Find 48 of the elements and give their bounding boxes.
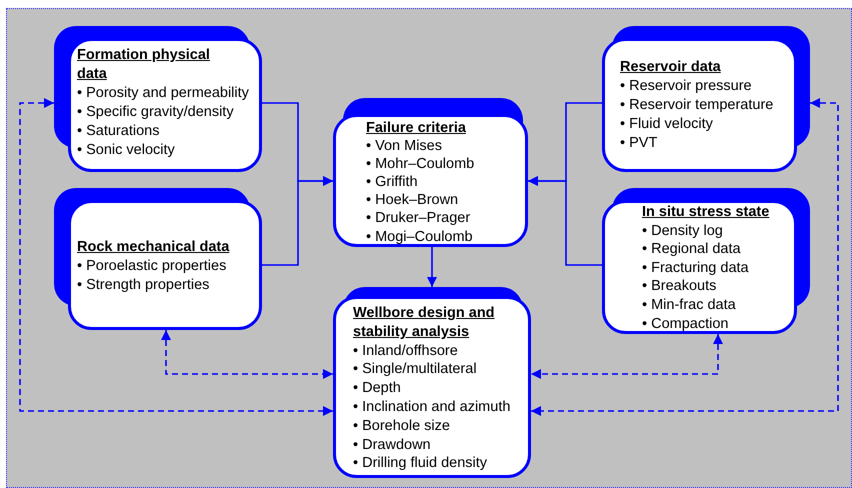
bullet-item: • Borehole size — [353, 416, 451, 436]
process-box — [54, 188, 262, 330]
bullet-item: • Single/multilateral — [353, 360, 478, 380]
bullet-item: • Drilling fluid density — [353, 454, 488, 474]
bullet-item: • Breakouts — [642, 277, 718, 296]
box-heading: In situ stress state — [642, 203, 770, 222]
arrow — [531, 98, 839, 416]
bullet-item: • Specific gravity/density — [77, 103, 235, 122]
bullet-item: • Saturations — [77, 122, 160, 141]
box-heading: Formation physical data — [77, 46, 211, 84]
bullet-item: • Fluid velocity — [620, 115, 714, 134]
bullet-item: • Mogi–Coulomb — [366, 228, 474, 246]
bullet-item: • Reservoir temperature — [620, 96, 774, 115]
process-box — [602, 188, 810, 334]
bullet-item: • Mohr–Coulomb — [366, 155, 476, 174]
bullet-item: • Depth — [353, 379, 402, 398]
process-box — [333, 98, 528, 247]
box-heading: Wellbore design and stability analysis — [353, 304, 496, 342]
arrow — [531, 334, 723, 379]
bullet-item: • Drawdown — [353, 436, 432, 454]
bullet-item: • Density log — [642, 222, 724, 240]
arrow — [528, 176, 602, 266]
bullet-item: • Strength properties — [77, 276, 210, 295]
box-heading: Rock mechanical data — [77, 238, 230, 257]
process-box — [54, 26, 262, 172]
process-box — [602, 26, 810, 172]
arrow — [262, 176, 333, 266]
bullet-item: • Griffith — [366, 173, 419, 192]
arrow — [19, 98, 333, 416]
bullet-item: • Hoek–Brown — [366, 191, 460, 210]
box-heading: Failure criteria — [366, 119, 467, 138]
bullet-item: • Inland/offhsore — [353, 342, 459, 360]
bullet-item: • Inclination and azimuth — [353, 398, 512, 417]
bullet-item: • Poroelastic properties — [77, 257, 228, 276]
arrow — [161, 330, 333, 379]
bullet-item: • PVT — [620, 134, 658, 153]
bullet-item: • Druker–Prager — [366, 209, 472, 228]
bullet-item: • Porosity and permeability — [77, 84, 249, 103]
bullet-item: • Compaction — [642, 314, 730, 334]
bullet-item: • Fracturing data — [642, 258, 750, 278]
bullet-item: • Sonic velocity — [77, 141, 176, 160]
arrow — [427, 247, 437, 287]
box-heading: Reservoir data — [620, 58, 722, 77]
bullet-item: • Regional data — [642, 240, 742, 259]
bullet-item: • Von Mises — [366, 137, 443, 156]
bullet-item: • Reservoir pressure — [620, 77, 753, 96]
process-box — [333, 287, 531, 478]
bullet-item: • Min-frac data — [642, 296, 737, 315]
